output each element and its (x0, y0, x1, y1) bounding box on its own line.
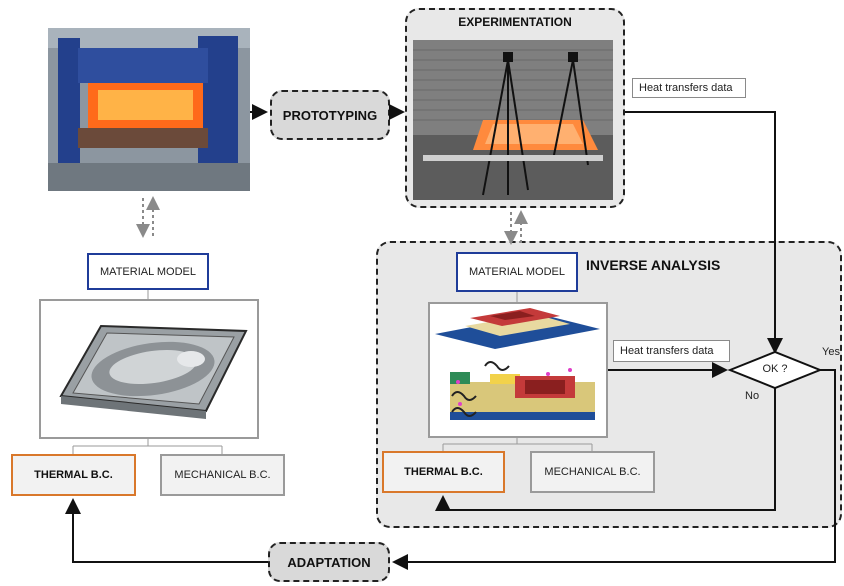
material-model-right: MATERIAL MODEL (456, 252, 578, 292)
no-label: No (745, 390, 760, 402)
mechanical-bc-right: MECHANICAL B.C. (530, 451, 655, 493)
adaptation-step: ADAPTATION (268, 542, 390, 582)
experiment-photo (413, 40, 613, 200)
mechanical-bc-left: MECHANICAL B.C. (160, 454, 285, 496)
furnace-photo (48, 28, 250, 191)
mould-render-left (39, 299, 259, 439)
experimentation-title: EXPERIMENTATION (458, 15, 572, 29)
heat-transfers-label-mid: Heat transfers data (613, 340, 730, 362)
material-model-left: MATERIAL MODEL (87, 253, 209, 290)
prototyping-step: PROTOTYPING (270, 90, 390, 140)
thermal-bc-left: THERMAL B.C. (11, 454, 136, 496)
thermal-bc-right: THERMAL B.C. (382, 451, 505, 493)
decision-label: OK ? (762, 363, 788, 375)
yes-label: Yes (822, 346, 840, 358)
heat-transfers-label-top: Heat transfers data (632, 78, 746, 98)
simulation-panel-right (428, 302, 608, 438)
inverse-analysis-title: INVERSE ANALYSIS (586, 257, 721, 273)
